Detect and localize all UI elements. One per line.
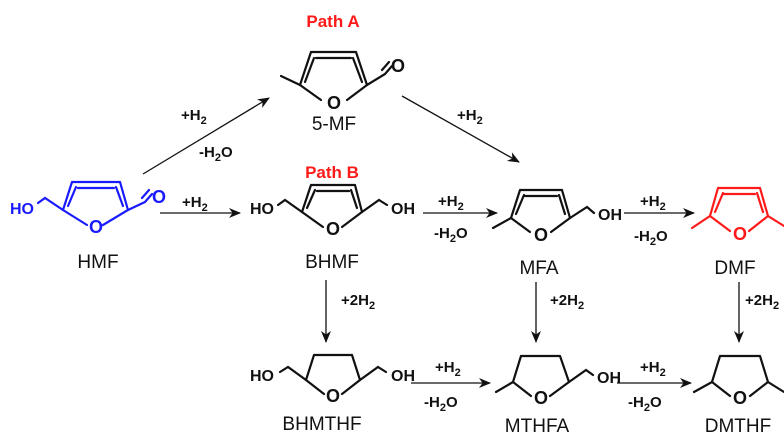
- carbonyl-oxygen: O: [152, 187, 166, 207]
- molecule-bhmf: O HO OH BHMF: [250, 183, 415, 273]
- condition-minus-h2o: -H2O: [628, 394, 662, 414]
- carbonyl-oxygen: O: [391, 56, 405, 76]
- compound-label-bhmf: BHMF: [305, 252, 359, 273]
- condition-minus-h2o: -H2O: [424, 394, 458, 414]
- hydroxyl-label: OH: [598, 207, 622, 224]
- molecule-dmthf: O DMTHF: [692, 354, 784, 435]
- ring-oxygen: O: [534, 225, 548, 245]
- molecule-hmf: O HO O HMF: [10, 180, 166, 273]
- condition-h2: +H2: [435, 359, 461, 379]
- path-a-label: Path A: [306, 12, 359, 31]
- compound-label-dmthf: DMTHF: [705, 416, 771, 435]
- compound-label-5mf: 5-MF: [312, 114, 356, 135]
- condition-2h2: +2H2: [341, 292, 375, 312]
- condition-h2: +H2: [181, 107, 207, 127]
- hydroxyl-label: OH: [597, 370, 621, 387]
- hydroxyl-label-left: HO: [250, 368, 274, 385]
- condition-h2: +H2: [640, 359, 666, 379]
- ring-oxygen: O: [326, 219, 340, 239]
- molecule-5mf: O O 5-MF: [279, 50, 405, 135]
- compound-label-mthfa: MTHFA: [505, 416, 570, 435]
- ring-oxygen: O: [89, 217, 103, 237]
- ring-oxygen: O: [733, 388, 747, 408]
- condition-minus-h2o: -H2O: [634, 228, 668, 248]
- arrow-hmf-to-5mf: [142, 97, 270, 175]
- condition-minus-h2o: -H2O: [199, 144, 233, 164]
- compound-label-bhmthf: BHMTHF: [282, 414, 361, 435]
- ring-oxygen: O: [327, 93, 341, 113]
- molecule-mthfa: O OH MTHFA: [494, 354, 621, 435]
- hydroxyl-label: HO: [10, 201, 34, 218]
- molecule-bhmthf: O HO OH BHMTHF: [250, 353, 415, 435]
- compound-label-hmf: HMF: [77, 252, 118, 273]
- ring-oxygen: O: [326, 386, 340, 406]
- condition-minus-h2o: -H2O: [434, 225, 468, 245]
- molecule-mfa: O OH MFA: [491, 188, 622, 279]
- arrow-5mf-to-mfa: [401, 95, 520, 163]
- condition-2h2: +2H2: [745, 292, 779, 312]
- hydroxyl-label-right: OH: [391, 201, 415, 218]
- condition-h2: +H2: [457, 107, 483, 127]
- ring-oxygen: O: [733, 224, 747, 244]
- condition-2h2: +2H2: [550, 292, 584, 312]
- path-b-label: Path B: [305, 163, 359, 182]
- condition-h2: +H2: [182, 194, 208, 214]
- compound-label-dmf: DMF: [714, 258, 755, 279]
- molecule-dmf: O DMF: [690, 186, 784, 279]
- compound-label-mfa: MFA: [519, 258, 558, 279]
- hydroxyl-label-right: OH: [391, 368, 415, 385]
- condition-h2: +H2: [438, 193, 464, 213]
- ring-oxygen: O: [534, 388, 548, 408]
- hydroxyl-label-left: HO: [250, 201, 274, 218]
- condition-h2: +H2: [640, 193, 666, 213]
